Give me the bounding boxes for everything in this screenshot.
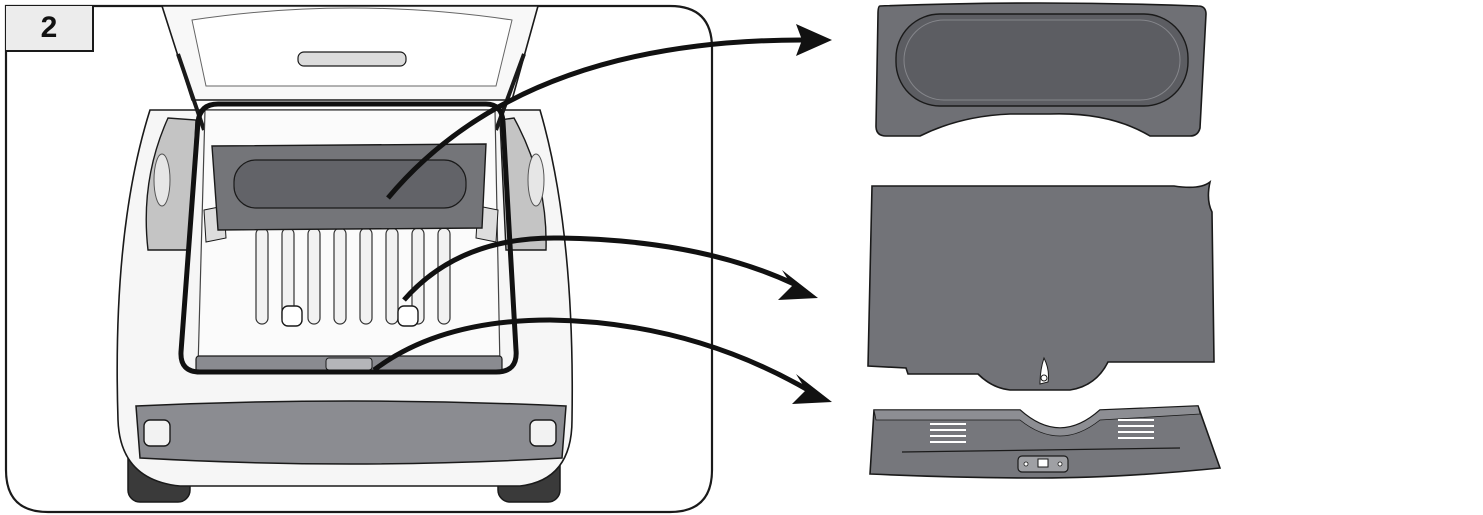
arrow-head-boot-sill xyxy=(792,374,832,404)
sill-latch-slot xyxy=(1038,459,1048,467)
left-lamp-lens xyxy=(154,154,170,206)
installed-shelf-recess xyxy=(234,160,466,208)
sill-screw-right xyxy=(1058,462,1062,466)
left-reflector xyxy=(144,420,170,446)
right-lamp-lens xyxy=(528,154,544,206)
parcel-shelf-recess xyxy=(896,14,1188,106)
part-parcel-shelf xyxy=(876,3,1206,136)
right-seat-latch xyxy=(398,306,418,326)
left-seat-latch xyxy=(282,306,302,326)
tailgate-glass xyxy=(192,8,512,86)
step-number-badge: 2 xyxy=(6,6,94,52)
right-reflector xyxy=(530,420,556,446)
installed-sill-latch xyxy=(326,358,372,370)
rear-bumper xyxy=(136,401,566,464)
tailgate-brake-light xyxy=(298,52,406,66)
load-floor-hook-hole xyxy=(1041,375,1047,381)
arrow-head-load-floor xyxy=(778,270,818,300)
part-load-floor xyxy=(868,182,1214,390)
load-floor-body xyxy=(868,182,1214,390)
part-boot-sill-trim xyxy=(870,406,1220,478)
sill-screw-left xyxy=(1024,462,1028,466)
car-rear-view xyxy=(117,6,572,502)
